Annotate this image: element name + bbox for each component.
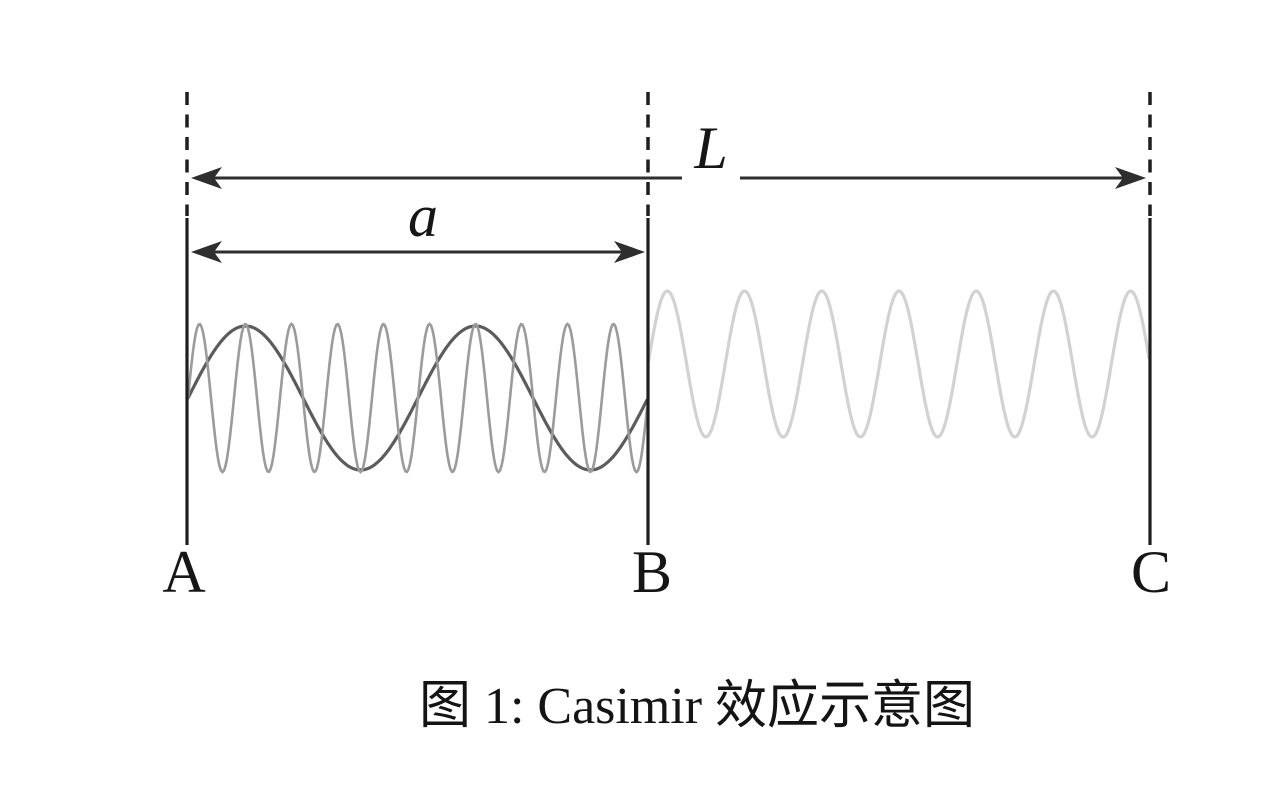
wave-mode-BC	[646, 289, 1151, 439]
plate-C-label: C	[1130, 539, 1172, 605]
length-L-label: L	[682, 116, 740, 180]
wave-high-mode-AB	[186, 322, 649, 474]
dimension-L-arrowhead-right	[1115, 167, 1146, 189]
plate-A-label: A	[162, 539, 206, 605]
dimension-L-arrowhead-left	[191, 167, 222, 189]
dimension-a-arrowhead-left	[191, 241, 222, 263]
figure-caption: 图 1: Casimir 效应示意图	[418, 678, 976, 735]
separation-a-label: a	[408, 183, 438, 249]
plate-B-label: B	[631, 539, 673, 605]
dimension-a-arrowhead-right	[614, 241, 645, 263]
